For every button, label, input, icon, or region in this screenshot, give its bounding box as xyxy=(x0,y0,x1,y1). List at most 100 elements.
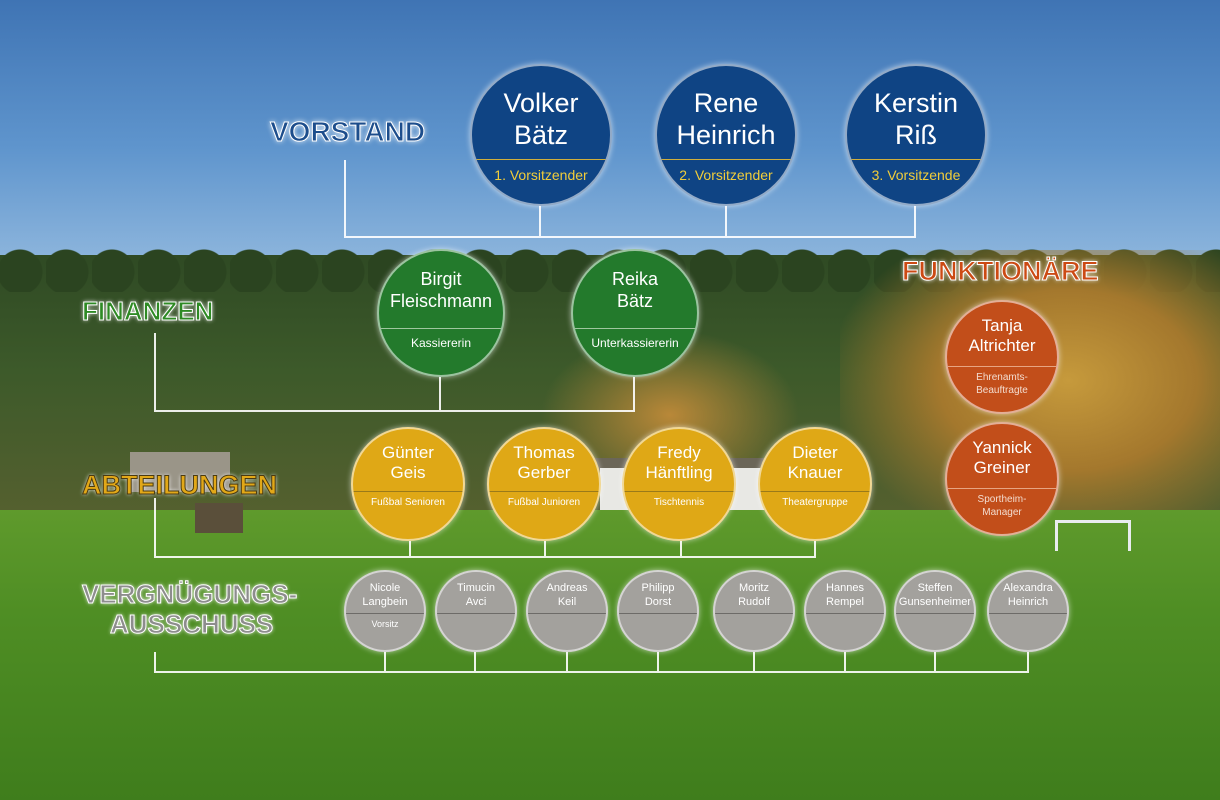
person-role: Fußbal Senioren xyxy=(371,497,445,508)
person-role: Sportheim-Manager xyxy=(977,494,1027,518)
finanzen-bracket xyxy=(154,333,635,412)
person-role: Theatergruppe xyxy=(782,497,848,508)
person-last-name: Hänftling xyxy=(645,463,713,483)
person-role: Unterkassiererin xyxy=(591,336,679,350)
heading-vorstand: VORSTAND xyxy=(269,116,426,147)
heading-vergnuegung-line2: AUSSCHUSS xyxy=(109,608,274,639)
person-first-name: Rene xyxy=(693,88,759,118)
person-last-name: Gerber xyxy=(517,463,571,483)
heading-vergnuegungsausschuss: VERGNÜGUNGS- AUSSCHUSS xyxy=(81,579,298,640)
person-last-name: Avci xyxy=(465,595,487,608)
person-first-name: Timucin xyxy=(456,582,496,594)
person-first-name: Moritz xyxy=(739,582,769,594)
person-last-name: Rempel xyxy=(826,595,864,608)
person-role: 1. Vorsitzender xyxy=(494,167,588,183)
person-role: Kassiererin xyxy=(410,336,472,350)
divider xyxy=(379,328,503,329)
person-last-name: Heinrich xyxy=(1007,595,1049,608)
vergnuegung-bracket xyxy=(154,650,1029,673)
person-first-name: Alexandra xyxy=(1003,582,1053,594)
person-first-name: Hannes xyxy=(826,582,864,594)
divider xyxy=(989,613,1067,614)
person-last-name: Rudolf xyxy=(738,595,770,608)
person-last-name: Langbein xyxy=(362,595,408,608)
person-first-name: Yannick xyxy=(972,438,1032,457)
person-last-name: Altrichter xyxy=(968,336,1036,356)
divider xyxy=(657,159,795,160)
soccer-goal xyxy=(1055,520,1131,551)
person-last-name: Heinrich xyxy=(676,119,776,150)
person-first-name: Fredy xyxy=(657,443,701,462)
person-last-name: Geis xyxy=(390,463,426,483)
person-last-name: Keil xyxy=(557,595,577,608)
heading-vergnuegung-line1: VERGNÜGUNGS- xyxy=(81,579,298,610)
person-first-name: Volker xyxy=(503,88,579,118)
divider xyxy=(806,613,884,614)
person-last-name: Dorst xyxy=(644,595,672,608)
abteilungen-bracket xyxy=(154,498,816,558)
person-last-name: Gunsenheimer xyxy=(898,595,972,608)
person-last-name: Riß xyxy=(895,119,937,150)
person-first-name: Birgit xyxy=(420,269,462,289)
person-first-name: Thomas xyxy=(513,443,575,462)
person-last-name: Greiner xyxy=(973,458,1031,478)
divider xyxy=(346,613,424,614)
divider xyxy=(624,491,734,492)
divider xyxy=(896,613,974,614)
person-first-name: Steffen xyxy=(917,582,953,594)
person-role: Vorsitz xyxy=(371,619,399,629)
divider xyxy=(573,328,697,329)
person-first-name: Tanja xyxy=(981,316,1023,335)
person-first-name: Dieter xyxy=(792,443,838,462)
divider xyxy=(619,613,697,614)
person-first-name: Philipp xyxy=(641,582,675,594)
vorstand-bracket xyxy=(344,160,916,238)
person-first-name: Kerstin xyxy=(873,88,959,118)
divider xyxy=(760,491,870,492)
divider xyxy=(353,491,463,492)
person-role: Ehrenamts-Beauftragte xyxy=(976,372,1028,396)
grass-field xyxy=(0,510,1220,800)
person-first-name: Nicole xyxy=(369,582,401,594)
divider xyxy=(489,491,599,492)
person-first-name: Günter xyxy=(382,443,434,462)
heading-abteilungen: ABTEILUNGEN xyxy=(82,470,278,500)
person-role: Fußbal Junioren xyxy=(507,497,581,508)
person-role: 2. Vorsitzender xyxy=(679,167,773,183)
heading-funktionaere: FUNKTIONÄRE xyxy=(902,256,1099,286)
person-role: Tischtennis xyxy=(653,497,705,508)
person-last-name: Bätz xyxy=(616,290,654,311)
divider xyxy=(528,613,606,614)
person-first-name: Andreas xyxy=(546,582,588,594)
divider xyxy=(947,488,1057,489)
